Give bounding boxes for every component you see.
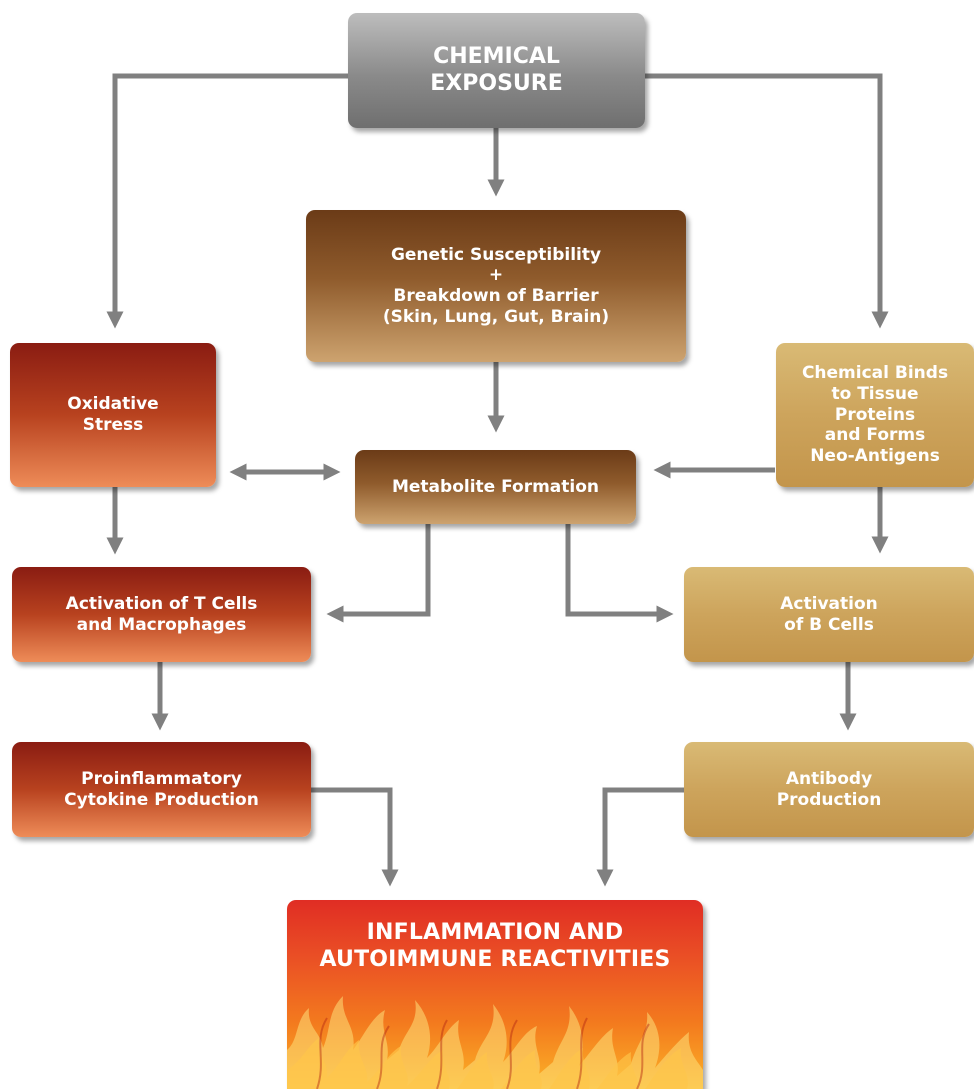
- node-antibody-production: Antibody Production: [684, 742, 974, 837]
- arrow-antibody-to-inflammation: [596, 787, 685, 887]
- node-activation-t-cells: Activation of T Cells and Macrophages: [12, 567, 311, 662]
- node-genetic-susceptibility-barrier: Genetic Susceptibility + Breakdown of Ba…: [306, 210, 686, 362]
- flames-illustration: [287, 996, 703, 1089]
- arrow-metabolite-to-b-cells: [565, 524, 674, 623]
- node-chemical-binds-line-4: and Forms: [824, 425, 926, 446]
- node-inflammation-line-1: INFLAMMATION AND: [366, 920, 624, 945]
- node-oxidative-line-1: Oxidative: [67, 394, 159, 415]
- node-activation-b-cells: Activation of B Cells: [684, 567, 974, 662]
- arrow-proinflammatory-to-inflammation: [310, 787, 399, 887]
- node-proinflammatory-line-2: Cytokine Production: [64, 789, 259, 810]
- node-chemical-binds-line-3: Proteins: [834, 404, 916, 425]
- node-metabolite-formation: Metabolite Formation: [355, 450, 636, 524]
- node-chemical-binds-line-1: Chemical Binds: [801, 363, 949, 384]
- node-metabolite-line-1: Metabolite Formation: [391, 476, 600, 497]
- node-chemical-binds-line-5: Neo-Antigens: [810, 446, 940, 467]
- node-oxidative-stress: Oxidative Stress: [10, 343, 216, 487]
- node-genetic-line-3: Breakdown of Barrier: [393, 286, 599, 306]
- node-chemical-exposure-line-2: EXPOSURE: [430, 70, 563, 96]
- node-proinflammatory-line-1: Proinflammatory: [81, 768, 242, 789]
- node-inflammation-line-2: AUTOIMMUNE REACTIVITIES: [319, 946, 671, 972]
- arrow-exposure-to-oxidative: [106, 73, 348, 329]
- node-chemical-exposure-line-1: CHEMICAL: [433, 43, 560, 69]
- arrow-exposure-to-chemical-binds: [645, 73, 889, 329]
- arrow-metabolite-to-t-cells: [326, 524, 431, 623]
- node-b-cells-line-1: Activation: [780, 593, 878, 614]
- node-proinflammatory-cytokine: Proinflammatory Cytokine Production: [12, 742, 311, 837]
- node-chemical-binds-line-2: to Tissue: [831, 383, 919, 404]
- node-chemical-binds-neo-antigens: Chemical Binds to Tissue Proteins and Fo…: [776, 343, 974, 487]
- node-chemical-exposure: CHEMICAL EXPOSURE: [348, 13, 645, 128]
- node-t-cells-line-1: Activation of T Cells: [65, 593, 258, 614]
- node-inflammation-autoimmune: INFLAMMATION AND AUTOIMMUNE REACTIVITIES: [287, 900, 703, 1089]
- node-genetic-line-1: Genetic Susceptibility: [390, 244, 602, 265]
- node-oxidative-line-2: Stress: [82, 415, 144, 435]
- node-genetic-line-4: (Skin, Lung, Gut, Brain): [382, 306, 610, 327]
- node-b-cells-line-2: of B Cells: [784, 614, 874, 635]
- node-antibody-line-2: Production: [776, 789, 882, 810]
- node-genetic-line-2: +: [488, 265, 504, 286]
- node-t-cells-line-2: and Macrophages: [76, 614, 247, 635]
- node-antibody-line-1: Antibody: [785, 768, 873, 789]
